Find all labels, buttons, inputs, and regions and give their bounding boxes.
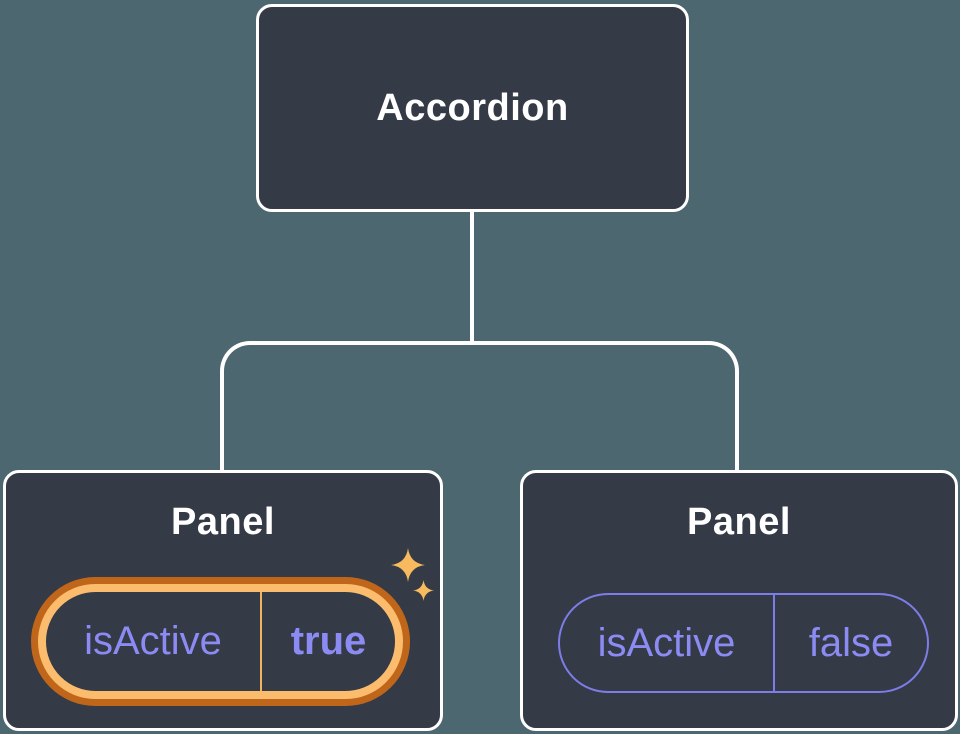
connector-stem	[470, 210, 474, 345]
state-pill-inactive: isActive false	[558, 593, 929, 693]
sparkle-small-icon	[413, 580, 434, 601]
state-value: false	[808, 620, 894, 665]
panel-node-inactive: Panel isActive false	[520, 470, 958, 731]
accordion-node: Accordion	[256, 4, 689, 212]
pill-divider	[260, 592, 262, 691]
connector-branch	[220, 341, 739, 473]
accordion-node-label: Accordion	[376, 86, 569, 129]
pill-divider	[773, 595, 775, 691]
state-key: isActive	[597, 620, 736, 665]
state-value: true	[290, 619, 367, 663]
panel-inactive-label: Panel	[687, 501, 791, 543]
panel-active-label: Panel	[171, 501, 275, 543]
sparkle-large-icon	[391, 548, 425, 582]
state-pill-active: isActive true	[38, 584, 403, 699]
panel-node-active: Panel isActive true	[3, 470, 443, 731]
state-key: isActive	[84, 619, 222, 663]
